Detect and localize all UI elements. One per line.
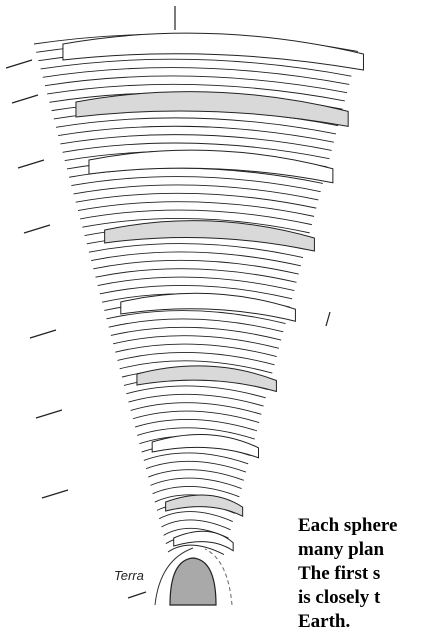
- sphere-band-line: [115, 344, 276, 357]
- sphere-band-line: [98, 277, 295, 291]
- sphere-band-line: [113, 336, 279, 349]
- bottom-tick-mark: [128, 592, 146, 598]
- sphere-band-line: [74, 185, 319, 200]
- caption-line-5: Earth.: [298, 610, 423, 634]
- sphere-plate: [174, 531, 233, 551]
- caption-line-1: Each sphere: [298, 514, 423, 538]
- sphere-band-line: [146, 461, 246, 472]
- left-tick-mark: [24, 225, 50, 233]
- caption-line-4: is closely t: [298, 586, 423, 610]
- left-tick-mark: [6, 60, 32, 68]
- sphere-band-line: [56, 118, 336, 134]
- sphere-plate: [76, 92, 348, 127]
- sphere-plate: [89, 150, 333, 183]
- sphere-band-line: [117, 352, 274, 364]
- sphere-band-line: [109, 319, 284, 332]
- sphere-band-line: [131, 403, 262, 415]
- right-tick-mark: [326, 312, 330, 326]
- left-tick-mark: [36, 410, 62, 418]
- left-tick-mark: [12, 95, 38, 103]
- sphere-band-line: [60, 135, 331, 151]
- sphere-band-line: [133, 411, 259, 423]
- sphere-band-line: [111, 327, 281, 340]
- sphere-band-line: [128, 394, 263, 406]
- sphere-band-line: [58, 126, 334, 142]
- left-tick-mark: [42, 490, 68, 498]
- earth-dome: [170, 558, 216, 605]
- sphere-band-line: [126, 386, 265, 398]
- sphere-plate: [63, 33, 364, 70]
- sphere-band-line: [135, 419, 257, 430]
- caption-line-2: many plan: [298, 538, 423, 562]
- sphere-plate: [105, 221, 315, 251]
- caption-line-3: The first s: [298, 562, 423, 586]
- sphere-band-line: [144, 453, 248, 464]
- sphere-band-line: [168, 545, 224, 554]
- left-tick-mark: [30, 330, 56, 338]
- sphere-plate: [121, 293, 296, 321]
- sphere-band-line: [71, 177, 320, 192]
- left-tick-mark: [18, 160, 44, 168]
- caption: Each sphere many plan The first s is clo…: [298, 514, 423, 634]
- axis-ticks: [6, 60, 330, 598]
- earth-label: Terra: [114, 568, 144, 583]
